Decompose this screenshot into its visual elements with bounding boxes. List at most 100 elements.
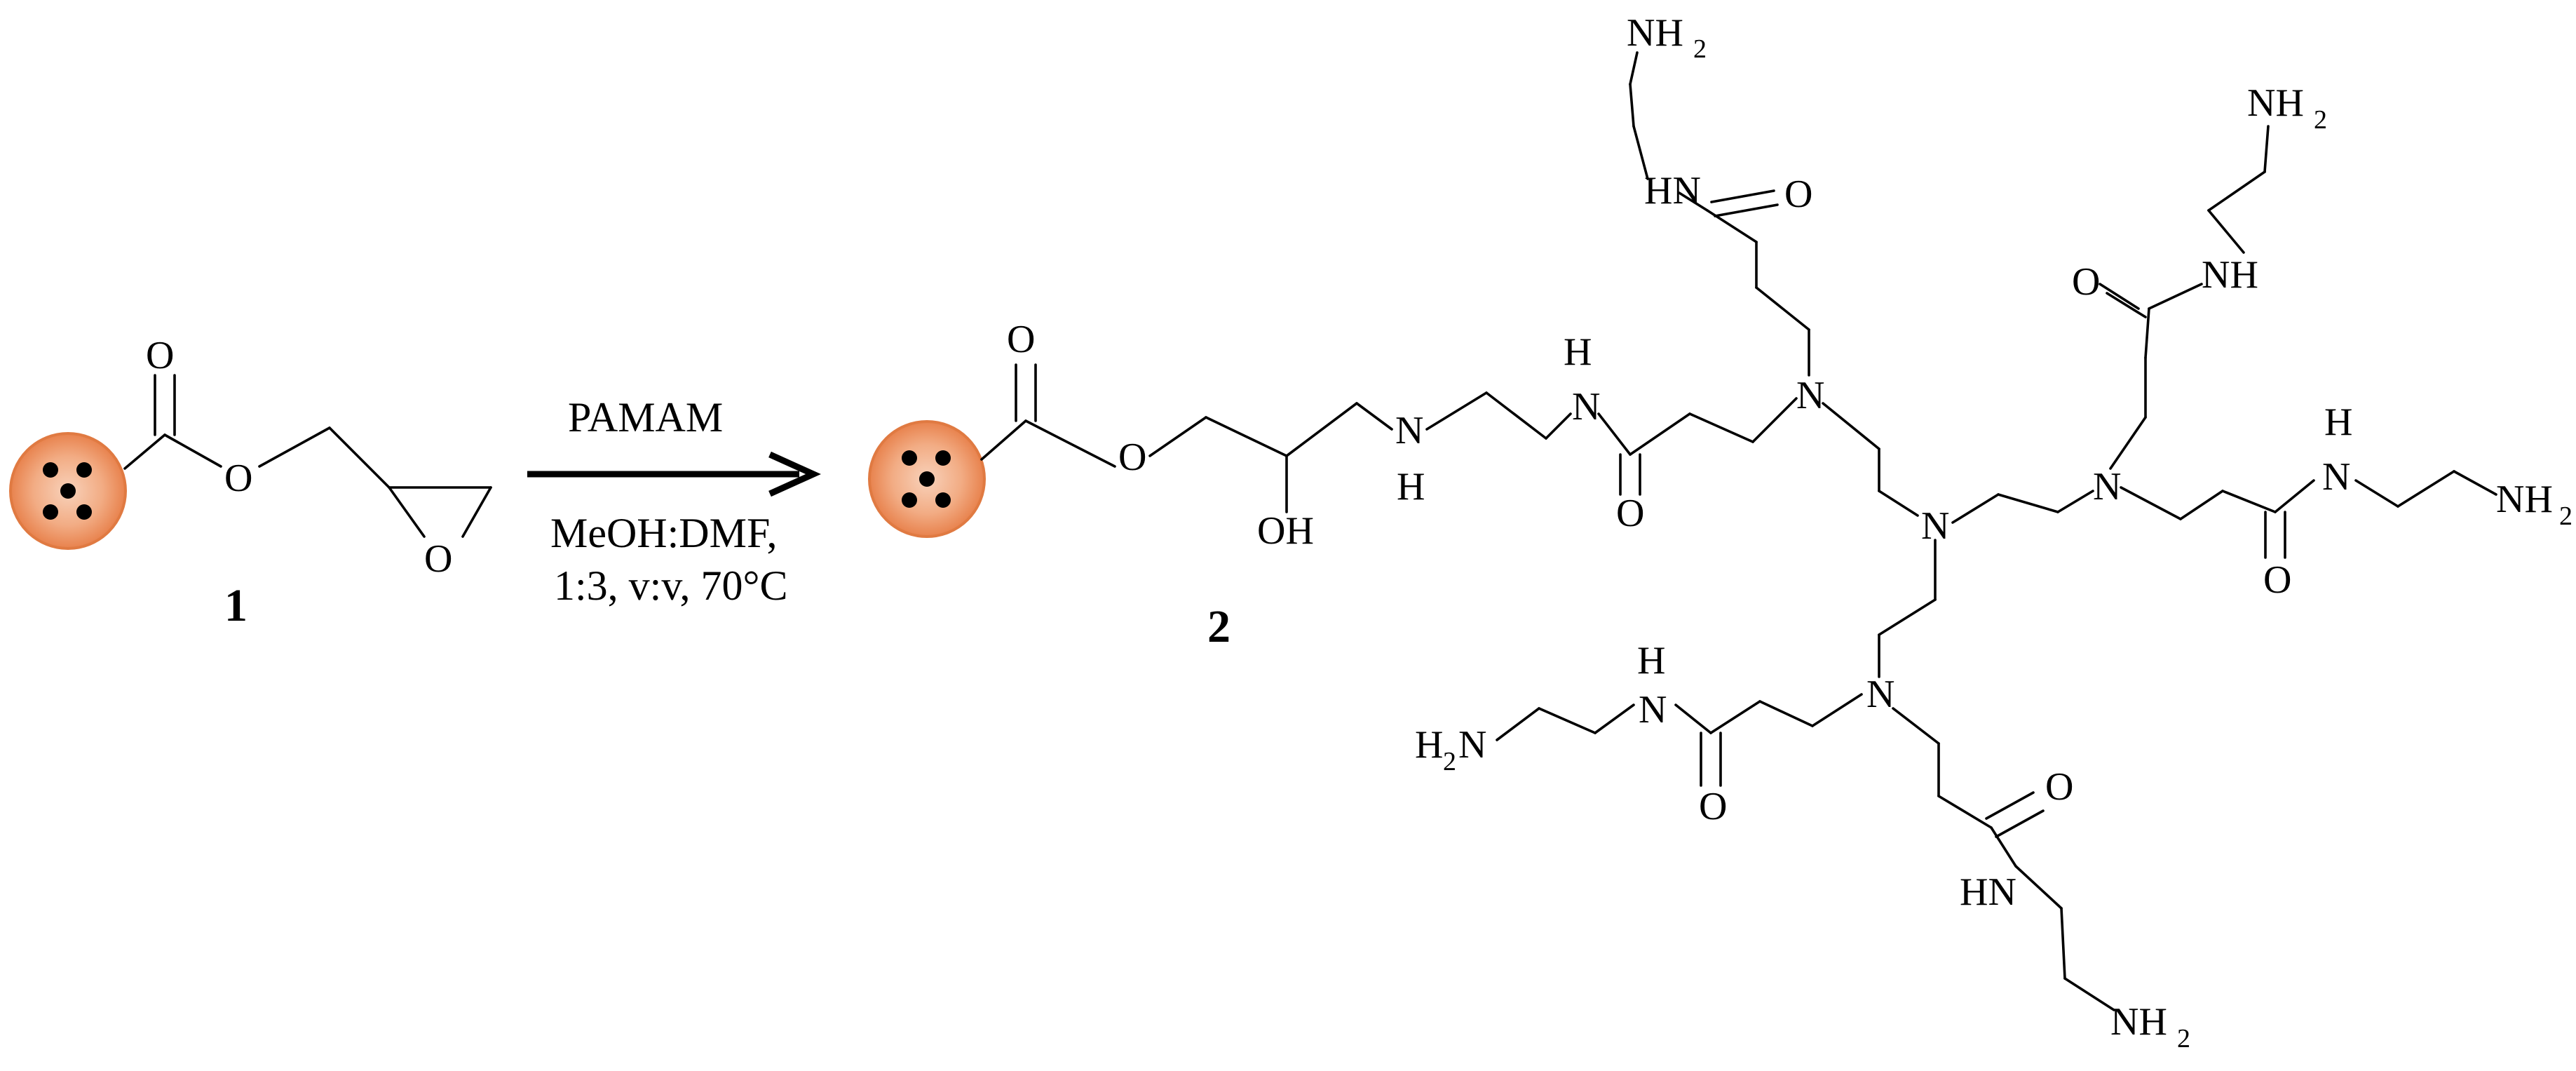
atom-label-OH: OH — [1257, 509, 1314, 553]
atom-label-O: O — [2263, 558, 2291, 602]
nanoparticle-2 — [868, 420, 986, 538]
bond — [1485, 391, 1547, 440]
subscript-2: 2 — [1693, 34, 1707, 64]
atom-label-N: N — [1796, 374, 1824, 417]
bond — [1545, 412, 1572, 440]
atom-label-O: O — [2072, 260, 2100, 304]
bond — [163, 433, 222, 468]
atom-label-O: O — [1784, 173, 1812, 216]
bond — [1751, 397, 1798, 443]
bond — [2060, 907, 2066, 980]
compound-label-1: 1 — [224, 580, 248, 631]
atom-label-N: N — [1921, 504, 1949, 548]
atom-label-H2N: H — [1415, 723, 1443, 767]
atom-label-H: H — [2324, 400, 2352, 444]
bond — [2221, 490, 2277, 513]
atom-label-O: O — [224, 457, 252, 500]
nanoparticle-dot — [919, 471, 935, 487]
bond — [2179, 490, 2224, 520]
atom-label-N: N — [1458, 723, 1486, 767]
amine-terminal: H 2 N — [1415, 723, 1486, 776]
bond — [1755, 286, 1810, 331]
bond — [1674, 703, 1712, 734]
atom-label-NH2: NH — [2110, 1000, 2167, 1044]
bond — [388, 486, 426, 538]
bond — [2263, 125, 2270, 173]
atom-label-H: H — [1564, 330, 1592, 374]
arrow-head — [768, 451, 821, 497]
bond — [1985, 791, 2035, 820]
atom-label-O: O — [2045, 765, 2073, 809]
bond — [2109, 416, 2147, 470]
bond — [2063, 977, 2115, 1011]
atom-label-N: N — [2322, 455, 2350, 499]
bond — [2144, 307, 2150, 359]
bond — [1995, 809, 2045, 838]
bond — [1811, 693, 1863, 727]
bond — [1710, 189, 1775, 203]
bond — [2106, 292, 2147, 318]
atom-label-O: O — [1616, 492, 1644, 535]
nanoparticle-dot — [902, 492, 917, 508]
bond — [1937, 795, 1993, 829]
bond — [1496, 707, 1540, 741]
solvent-label: MeOH:DMF, — [550, 510, 778, 556]
bond — [1688, 412, 1754, 443]
subscript-2: 2 — [2314, 105, 2327, 135]
bond — [123, 433, 166, 470]
atom-label-O: O — [1699, 785, 1727, 828]
bond — [1714, 203, 1779, 217]
amine-terminal: NH 2 — [1627, 11, 1707, 64]
subscript-2: 2 — [2559, 501, 2572, 531]
bond — [1285, 402, 1358, 457]
atom-label-O: O — [1118, 436, 1146, 479]
bond — [1878, 490, 1919, 517]
amine-terminal: NH 2 — [2110, 1000, 2190, 1053]
bond — [1594, 703, 1635, 734]
bond — [1355, 402, 1393, 431]
bond — [1205, 416, 1288, 457]
nanoparticle-dot — [43, 462, 58, 478]
atom-label-HN: HN — [1960, 870, 2016, 914]
atom-label-O: O — [1007, 318, 1035, 361]
subscript-2: 2 — [1443, 747, 1456, 776]
compound-2: O O OH N H H N O N O HN NH 2 N N O NH NH… — [868, 11, 2572, 1053]
atom-label-NH: NH — [2202, 253, 2258, 297]
bond — [2056, 490, 2094, 513]
bond — [1878, 598, 1937, 636]
atom-label-H: H — [1637, 639, 1665, 682]
bond — [328, 426, 391, 489]
bond — [1597, 412, 1632, 456]
nanoparticle-dot — [76, 504, 92, 520]
compound-1: O O O 1 — [9, 334, 492, 631]
nanoparticle-dot — [43, 504, 58, 520]
atom-label-N: N — [1866, 673, 1894, 716]
bond — [2099, 283, 2140, 310]
bond — [461, 486, 492, 538]
nanoparticle-1 — [9, 432, 127, 550]
nanoparticle-dot — [902, 450, 917, 466]
bond — [2120, 486, 2182, 520]
bond — [2014, 865, 2063, 910]
nanoparticle-dot — [935, 450, 951, 466]
nanoparticle-dot — [935, 492, 951, 508]
bond — [1892, 707, 1940, 745]
reaction-arrow-group: PAMAM MeOH:DMF, 1:3, v:v, 70°C — [527, 394, 821, 609]
bond — [2207, 170, 2266, 212]
bond — [1629, 412, 1691, 456]
bond — [980, 419, 1027, 461]
bond — [1758, 700, 1814, 727]
bond — [1678, 191, 1709, 212]
nanoparticle-dot — [60, 483, 76, 499]
bond — [2207, 209, 2245, 254]
conditions-label: 1:3, v:v, 70°C — [554, 563, 787, 609]
atom-label-O: O — [146, 334, 174, 377]
amine-terminal: NH 2 — [2496, 478, 2572, 531]
bond — [1425, 391, 1488, 431]
bond — [1822, 402, 1880, 450]
amine-terminal: NH 2 — [2247, 81, 2327, 135]
atom-label-N: N — [1395, 409, 1423, 452]
nanoparticle-dot — [76, 462, 92, 478]
atom-label-O: O — [424, 537, 452, 581]
